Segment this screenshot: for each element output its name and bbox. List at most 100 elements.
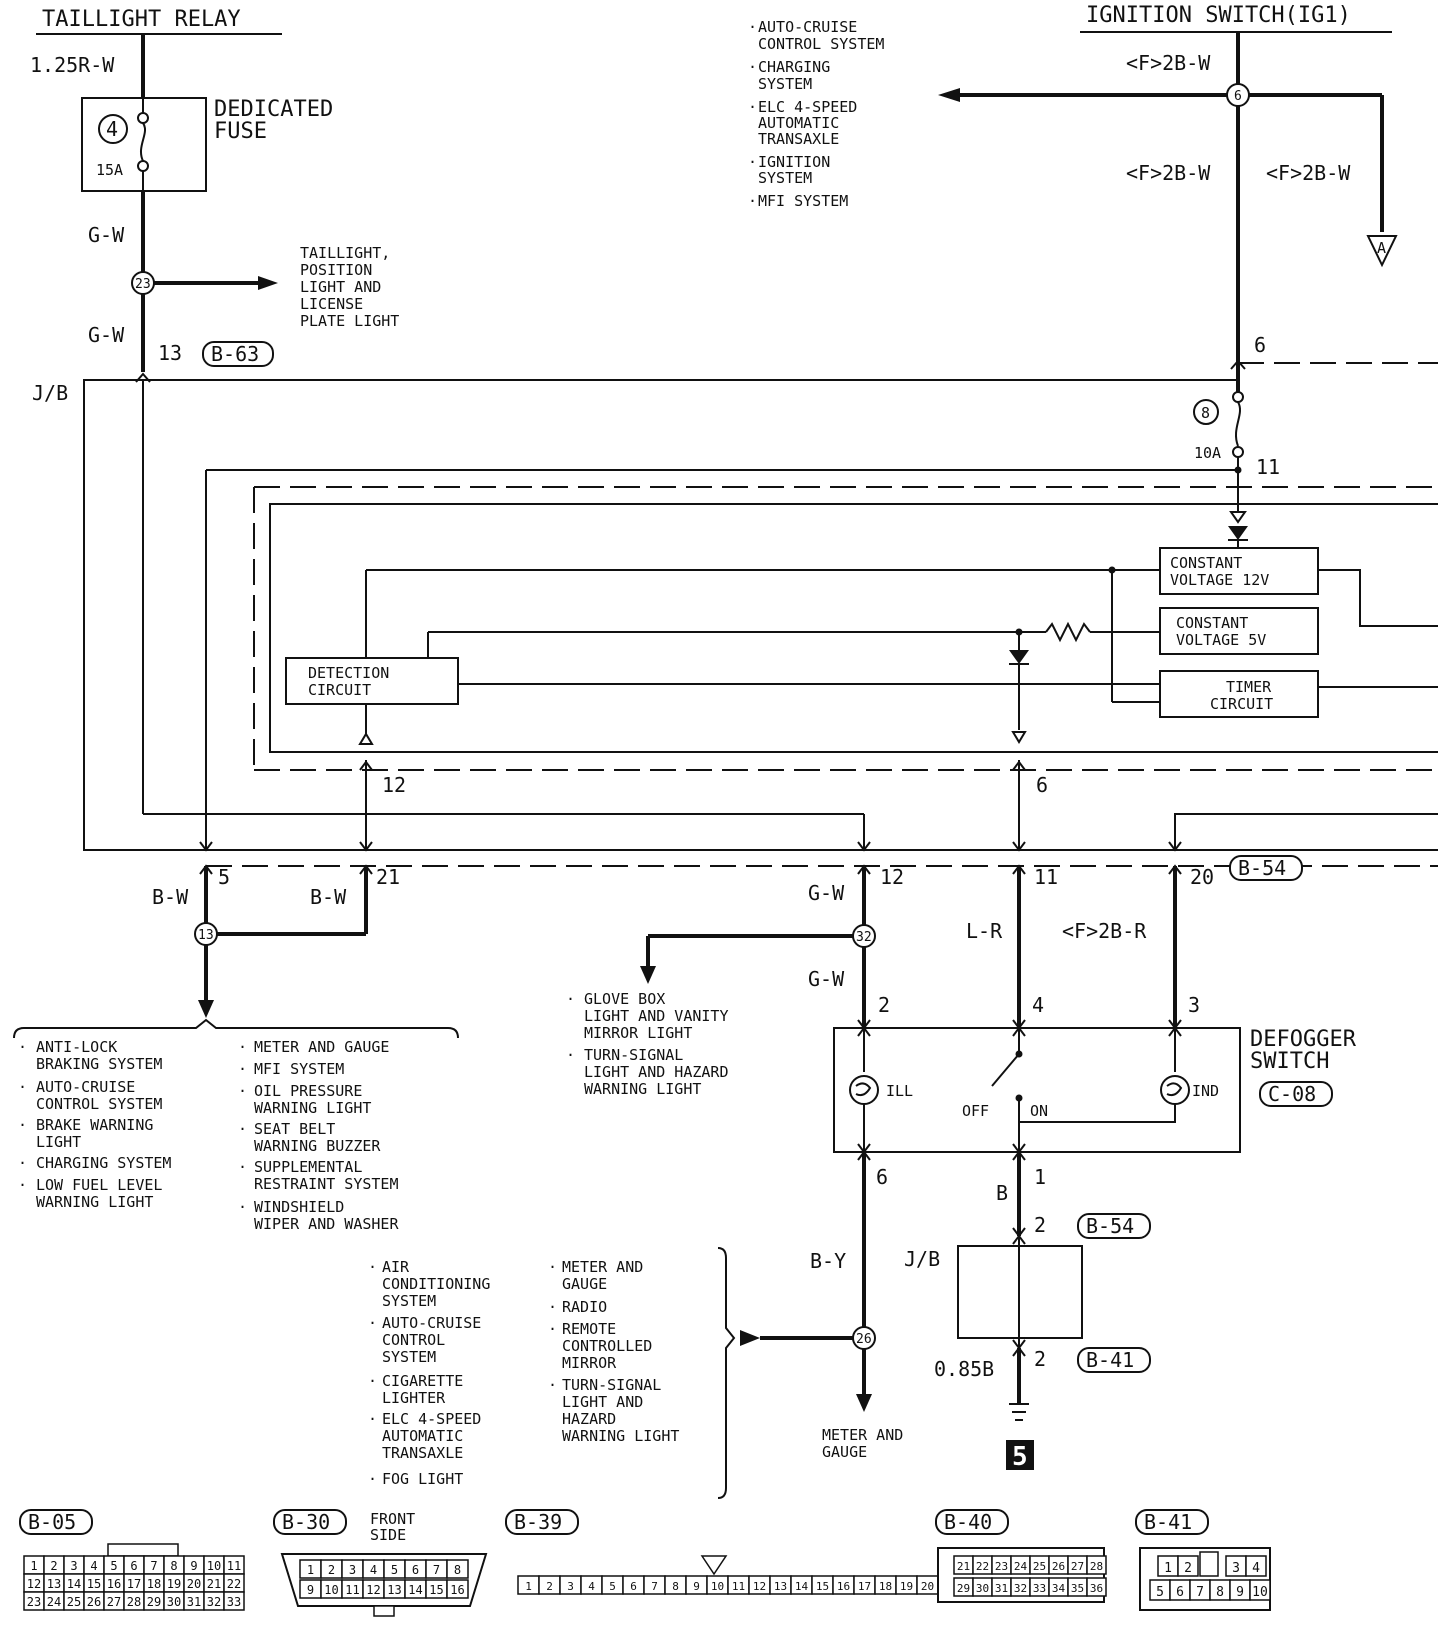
jb-outline: [83, 379, 1438, 851]
gw-dest-line: LIGHT AND HAZARD: [584, 1063, 729, 1081]
connector-pin-number: 13: [47, 1577, 61, 1591]
connector-pin-number: 7: [150, 1559, 157, 1573]
jb-label-left: J/B: [32, 381, 68, 405]
connector-tag-b54-mid: [1077, 1213, 1151, 1239]
svg-text:B-41: B-41: [1144, 1510, 1192, 1534]
svg-text:B-54: B-54: [1238, 856, 1286, 880]
svg-text:·: ·: [238, 1158, 247, 1176]
connector-pin-number: 14: [67, 1577, 81, 1591]
pin-12-mid: 12: [382, 773, 406, 797]
wire-label-bw-right: B-W: [310, 885, 347, 909]
connector-pin-number: 3: [349, 1563, 356, 1577]
ignition-dest-line: TRANSAXLE: [758, 130, 839, 148]
svg-text:26: 26: [856, 1332, 872, 1347]
meter-dest-line: METER AND: [822, 1426, 903, 1444]
connector-pin-number: 26: [87, 1595, 101, 1609]
by-src-right-line: LIGHT AND: [562, 1393, 643, 1411]
by-src-left-line: ELC 4-SPEED: [382, 1410, 481, 1428]
ill-label: ILL: [886, 1082, 913, 1100]
connector-pin-number: 5: [609, 1580, 616, 1593]
connector-pin-number: 5: [391, 1563, 398, 1577]
connector-pin-number: 19: [167, 1577, 181, 1591]
taillight-dest-line: POSITION: [300, 261, 372, 279]
bw-dest-left-line: BRAKING SYSTEM: [36, 1055, 162, 1073]
pin-3-switch: 3: [1188, 993, 1200, 1017]
svg-text:·: ·: [548, 1298, 557, 1316]
connector-pin-number: 4: [370, 1563, 377, 1577]
connector-pin-number: 21: [207, 1577, 221, 1591]
svg-text:·: ·: [368, 1470, 377, 1488]
by-src-left-line: AUTO-CRUISE: [382, 1314, 481, 1332]
svg-text:VOLTAGE 5V: VOLTAGE 5V: [1176, 631, 1266, 649]
wire-label-l-r: L-R: [966, 919, 1003, 943]
connector-pin-number: 12: [753, 1580, 766, 1593]
ignition-dest-line: SYSTEM: [758, 75, 812, 93]
ignition-dest-line: CONTROL SYSTEM: [758, 35, 884, 53]
pin-2-b41: 2: [1034, 1347, 1046, 1371]
defogger-switch-label-2: SWITCH: [1250, 1049, 1329, 1074]
svg-text:CONSTANT: CONSTANT: [1176, 614, 1248, 632]
connector-pin-number: 9: [190, 1559, 197, 1573]
connector-pin-number: 31: [187, 1595, 201, 1609]
connector-pin: [446, 1559, 469, 1579]
connector-tag-b41: [1077, 1347, 1151, 1373]
wire-label-f2bw-right: <F>2B-W: [1266, 161, 1351, 185]
ill-lamp-icon: [849, 1075, 879, 1105]
connector-pin-number: 6: [630, 1580, 637, 1593]
bw-dest-right-line: MFI SYSTEM: [254, 1060, 344, 1078]
by-src-left-line: CONTROL: [382, 1331, 445, 1349]
svg-text:·: ·: [18, 1038, 27, 1056]
connector-pin-number: 24: [1014, 1560, 1028, 1573]
arrow-down-icon: [856, 1394, 872, 1412]
svg-text:·: ·: [548, 1320, 557, 1338]
svg-text:·: ·: [748, 192, 757, 210]
connector-pin-number: 19: [900, 1580, 913, 1593]
ignition-dest-line: SYSTEM: [758, 169, 812, 187]
connector-pin-number: 25: [1033, 1560, 1046, 1573]
connector-pin: [1086, 1577, 1107, 1597]
connector-pin-number: 1: [307, 1563, 314, 1577]
svg-text:·: ·: [368, 1410, 377, 1428]
bw-dest-right-line: METER AND GAUGE: [254, 1038, 389, 1056]
by-src-left-line: CIGARETTE: [382, 1372, 463, 1390]
connector-pin-number: 17: [858, 1580, 871, 1593]
connector-key: [1199, 1551, 1219, 1577]
connector-pin-number: 8: [454, 1563, 461, 1577]
ind-label: IND: [1192, 1082, 1219, 1100]
pin-6-switch: 6: [876, 1165, 888, 1189]
ignition-dest-line: ELC 4-SPEED: [758, 98, 857, 116]
svg-text:·: ·: [566, 990, 575, 1008]
connector-pin-number: 11: [227, 1559, 241, 1573]
connector-pin-number: 2: [328, 1563, 335, 1577]
connector-pin-number: 4: [90, 1559, 97, 1573]
bw-dest-left-line: BRAKE WARNING: [36, 1116, 153, 1134]
connector-pin: [1245, 1555, 1267, 1577]
connector-pin-number: 12: [27, 1577, 41, 1591]
wire-label-b-y: B-Y: [810, 1249, 846, 1273]
ignition-dest-line: MFI SYSTEM: [758, 192, 848, 210]
pin-4-switch: 4: [1032, 993, 1044, 1017]
svg-text:·: ·: [368, 1372, 377, 1390]
dedicated-fuse-label-2: FUSE: [214, 119, 267, 144]
connector-pin: [1177, 1555, 1199, 1577]
ground-number: 5: [1012, 1442, 1028, 1472]
by-src-right-line: RADIO: [562, 1298, 607, 1316]
connector-pin-number: 17: [127, 1577, 141, 1591]
connector-pin-number: 10: [711, 1580, 724, 1593]
connector-pin: [223, 1591, 245, 1611]
svg-text:B-54: B-54: [1086, 1214, 1134, 1238]
svg-text:6: 6: [1234, 89, 1242, 104]
svg-text:B-39: B-39: [514, 1510, 562, 1534]
connector-pin-number: 30: [976, 1582, 989, 1595]
connector-pin-number: 1: [30, 1559, 37, 1573]
connector-pin-number: 30: [167, 1595, 181, 1609]
connector-pin-number: 8: [672, 1580, 679, 1593]
by-src-right-line: METER AND: [562, 1258, 643, 1276]
connector-pin-number: 18: [147, 1577, 161, 1591]
fuse-element-icon: [1235, 401, 1241, 447]
